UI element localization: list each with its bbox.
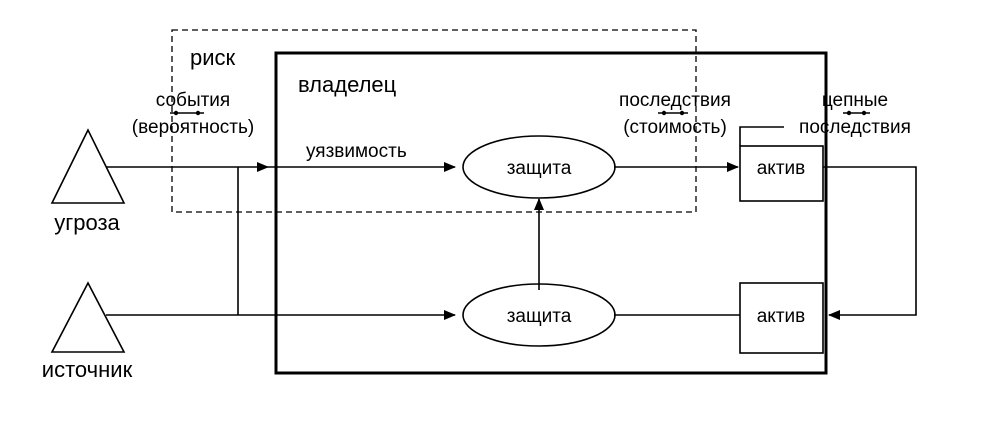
- asset-top-box: [739, 145, 824, 202]
- consequences-label-2: (стоимость): [623, 117, 727, 138]
- switch-glyphs: [170, 110, 870, 116]
- protection-top-label: защита: [507, 158, 572, 179]
- chain-consequences-label-2: последствия: [799, 117, 911, 138]
- source-label: источник: [42, 357, 133, 382]
- protection-top-ellipse: [462, 135, 616, 199]
- asset-bottom-label: актив: [757, 306, 806, 327]
- owner-label: владелец: [298, 72, 397, 97]
- asset-top-label: актив: [757, 158, 806, 179]
- threat-label: угроза: [54, 210, 120, 235]
- events-label-2: (вероятность): [132, 117, 254, 138]
- risk-boundary: [171, 29, 697, 213]
- protection-bottom-label: защита: [507, 306, 572, 327]
- consequences-label-1: последствия: [619, 90, 731, 111]
- protection-bottom-ellipse: [462, 283, 616, 347]
- chain-consequences-label-1: цепные: [822, 90, 888, 111]
- owner-boundary: [274, 51, 828, 375]
- vulnerability-label: уязвимость: [306, 141, 407, 162]
- events-label-1: события: [156, 90, 230, 111]
- connector-lines: [106, 126, 917, 320]
- risk-label: риск: [190, 45, 236, 70]
- source-triangle: [50, 281, 126, 353]
- asset-bottom-box: [739, 282, 824, 354]
